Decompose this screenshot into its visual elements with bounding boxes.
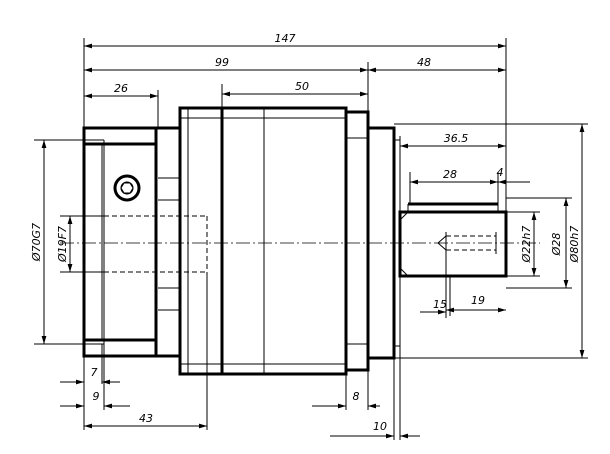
dim-shaft-diameter: Ø28 xyxy=(550,233,563,257)
dim-flange-width: 26 xyxy=(114,82,128,95)
dim-output-length: 48 xyxy=(417,56,431,69)
dim-inner-offset: 7 xyxy=(91,366,98,379)
dimension-lines xyxy=(41,43,585,439)
input-flange xyxy=(82,126,158,358)
dim-collar-width: 8 xyxy=(353,390,360,403)
gearbox-housing xyxy=(178,106,348,376)
dim-housing-length: 50 xyxy=(295,80,309,93)
dim-tap-depth: 19 xyxy=(471,294,485,307)
tapped-hole-hidden xyxy=(437,232,497,254)
adapter-collar xyxy=(154,126,182,358)
output-shaft xyxy=(398,202,508,278)
output-collar xyxy=(344,110,370,372)
dim-spigot-diameter: Ø22h7 xyxy=(520,226,533,264)
clamp-screw-icon xyxy=(113,174,141,202)
dim-shaft-length: 36.5 xyxy=(444,132,469,145)
dim-bore-offset: 9 xyxy=(93,390,100,403)
dim-bore-depth: 43 xyxy=(139,412,153,425)
dim-flange-diameter: Ø80h7 xyxy=(568,226,581,264)
dim-key-offset: 4 xyxy=(497,166,504,179)
dim-key-length: 28 xyxy=(443,168,457,181)
dim-bore-diameter: Ø19F7 xyxy=(56,226,69,263)
dim-tap-spacing: 15 xyxy=(433,298,447,311)
dim-overall-length: 147 xyxy=(275,32,296,45)
dim-pilot-diameter: Ø70G7 xyxy=(30,223,43,262)
dim-shoulder-width: 10 xyxy=(373,420,387,433)
extension-lines xyxy=(34,38,588,440)
dimension-labels: 147 99 48 26 50 36.5 28 4 Ø70G7 Ø19F7 Ø2… xyxy=(30,32,581,433)
dim-body-length: 99 xyxy=(215,56,229,69)
